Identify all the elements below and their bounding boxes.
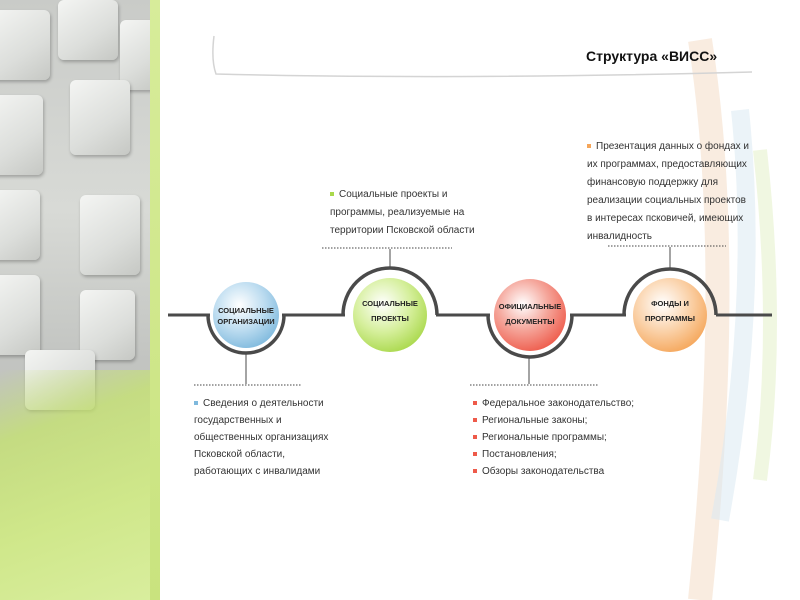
node-documents-label: ОФИЦИАЛЬНЫЕ ДОКУМЕНТЫ (485, 299, 575, 329)
node-organizations-label: СОЦИАЛЬНЫЕ ОРГАНИЗАЦИИ (201, 305, 291, 327)
funds-description: Презентация данных о фондах и их програм… (587, 138, 749, 246)
node-projects-label-line1: СОЦИАЛЬНЫЕ (362, 299, 418, 308)
organizations-line-3: общественных организациях (194, 432, 329, 443)
documents-item: Федеральное законодательство; (473, 395, 634, 412)
documents-item-text: Федеральное законодательство; (482, 398, 635, 409)
documents-item: Обзоры законодательства (473, 463, 634, 480)
node-funds (633, 278, 707, 352)
arc-documents (486, 314, 574, 359)
organizations-line-5: работающих с инвалидами (194, 466, 321, 477)
projects-line-1: Социальные проекты и (339, 189, 448, 200)
projects-line-3: территории Псковской области (330, 225, 475, 236)
documents-item-text: Постановления; (482, 449, 557, 460)
bullet-documents (473, 401, 477, 406)
node-organizations (213, 282, 279, 348)
green-stripe (150, 0, 160, 600)
documents-list: Федеральное законодательство; Региональн… (473, 395, 634, 480)
funds-line-1: Презентация данных о фондах и (596, 141, 750, 152)
node-projects-label: СОЦИАЛЬНЫЕ ПРОЕКТЫ (345, 296, 435, 326)
documents-item-text: Региональные программы; (482, 432, 607, 443)
documents-item: Постановления; (473, 446, 634, 463)
bullet-documents (473, 452, 477, 457)
node-documents-label-line1: ОФИЦИАЛЬНЫЕ (498, 302, 562, 311)
projects-description: Социальные проекты и программы, реализуе… (330, 186, 475, 240)
funds-line-4: реализации социальных проектов (587, 195, 746, 206)
node-funds-label: ФОНДЫ И ПРОГРАММЫ (625, 296, 715, 326)
arc-organizations (206, 314, 286, 355)
node-funds-label-line1: ФОНДЫ И (651, 299, 689, 308)
bullet-documents (473, 469, 477, 474)
bullet-organizations (194, 401, 198, 406)
organizations-description: Сведения о деятельности государственных … (194, 395, 328, 480)
green-gradient-band (0, 370, 160, 600)
organizations-line-1: Сведения о деятельности (203, 398, 324, 409)
node-documents (494, 279, 566, 351)
node-funds-label-line2: ПРОГРАММЫ (645, 314, 695, 323)
node-documents-label-line2: ДОКУМЕНТЫ (505, 317, 555, 326)
page-title: Структура «ВИСС» (586, 48, 718, 64)
node-organizations-label-line1: СОЦИАЛЬНЫЕ (218, 306, 274, 315)
node-projects-label-line2: ПРОЕКТЫ (371, 314, 409, 323)
bullet-documents (473, 418, 477, 423)
projects-line-2: программы, реализуемые на (330, 207, 465, 218)
documents-item: Региональные программы; (473, 429, 634, 446)
documents-item-text: Обзоры законодательства (482, 466, 605, 477)
funds-line-3: финансовую поддержку для (587, 177, 719, 188)
bullet-documents (473, 435, 477, 440)
documents-item-text: Региональные законы; (482, 415, 588, 426)
organizations-line-4: Псковской области, (194, 449, 286, 460)
bullet-funds (587, 144, 591, 149)
node-organizations-label-line2: ОРГАНИЗАЦИИ (217, 317, 275, 326)
node-projects (353, 278, 427, 352)
funds-line-2: их программах, предоставляющих (587, 159, 747, 170)
funds-line-6: инвалидность (587, 231, 652, 242)
funds-line-5: в интересах псковичей, имеющих (587, 213, 744, 224)
documents-item: Региональные законы; (473, 412, 634, 429)
organizations-line-2: государственных и (194, 415, 282, 426)
bullet-projects (330, 192, 334, 197)
